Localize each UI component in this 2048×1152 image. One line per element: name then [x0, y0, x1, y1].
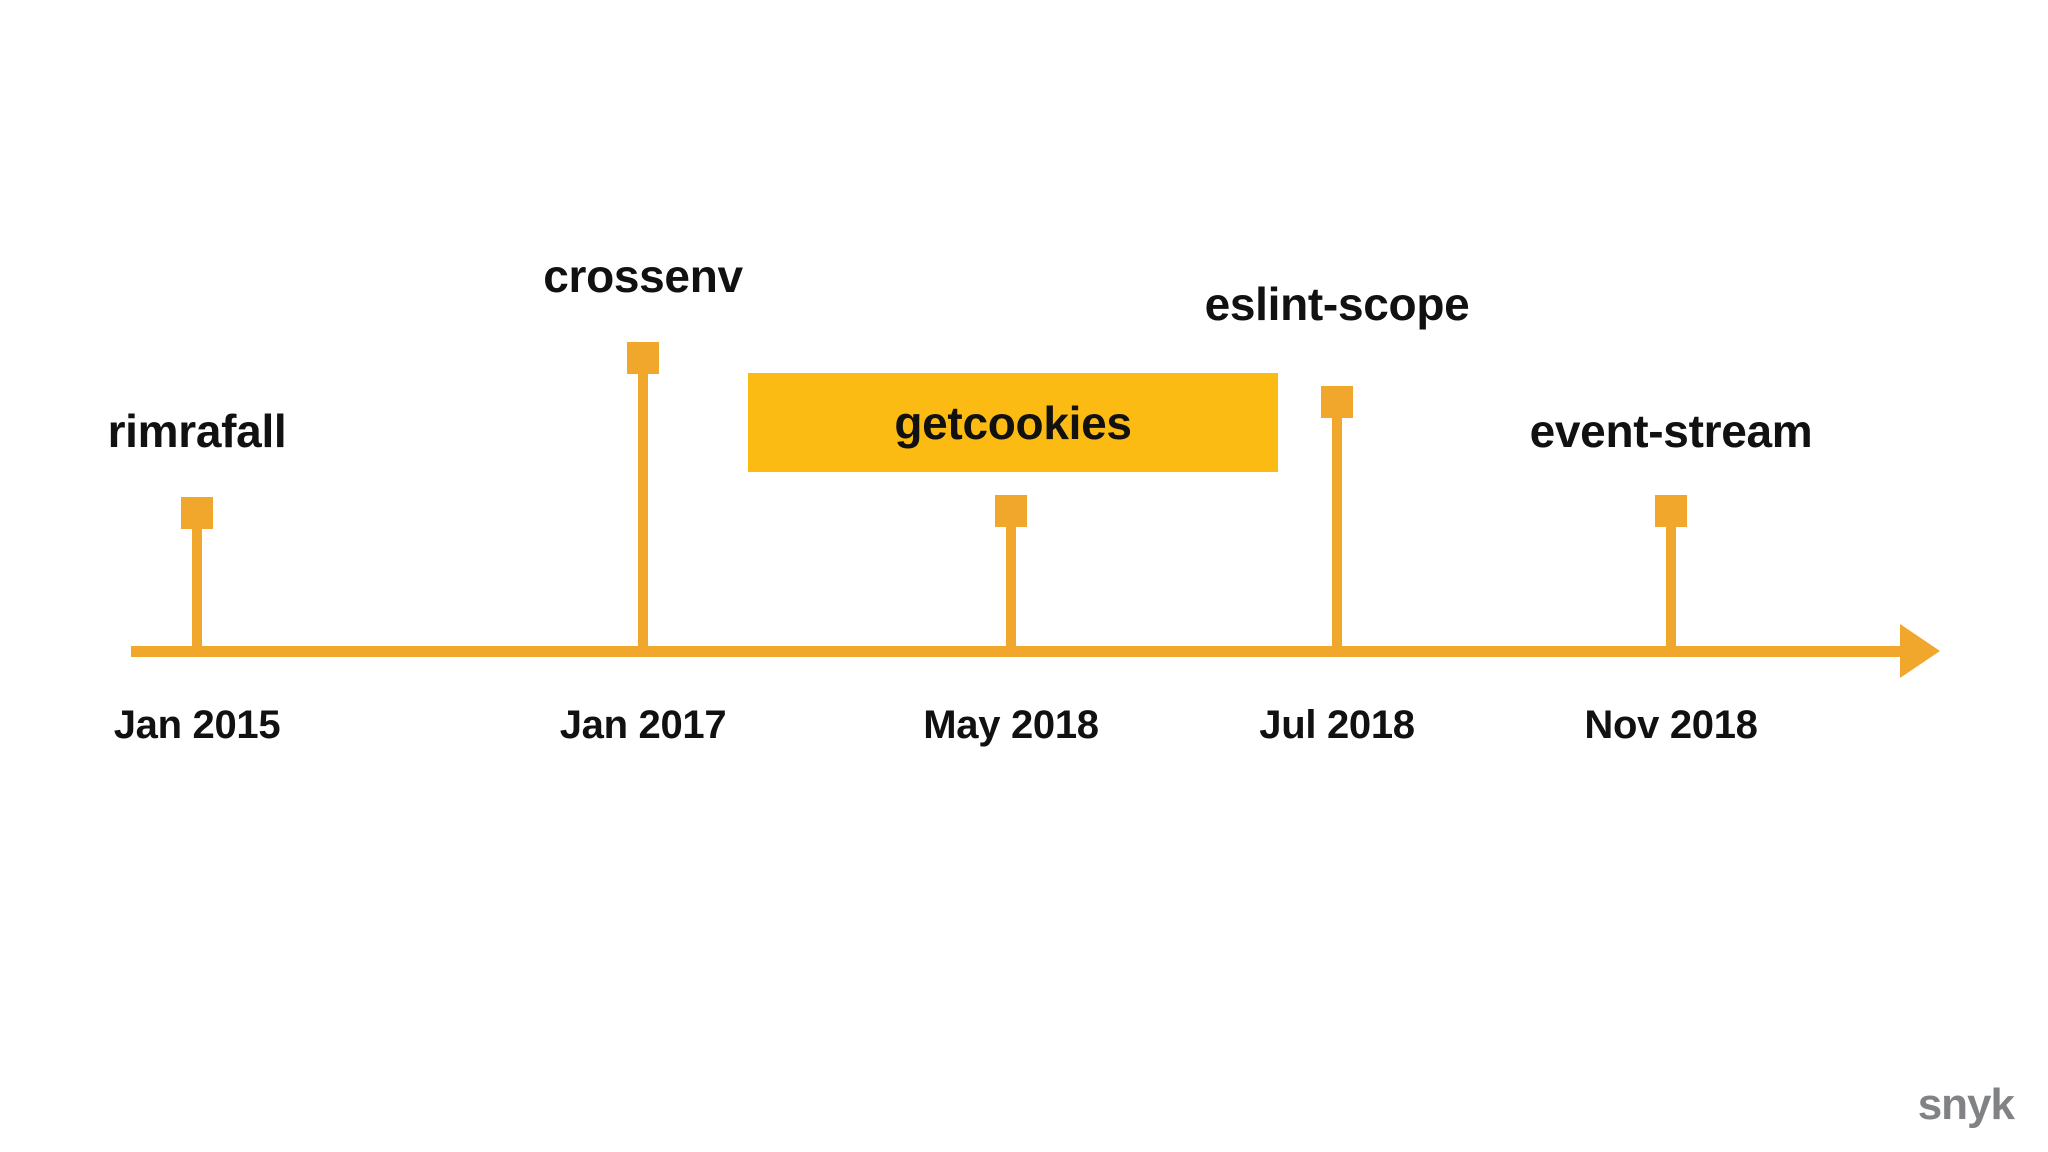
marker-stem	[1006, 527, 1016, 653]
marker-stem	[638, 374, 648, 653]
marker-stem	[1666, 527, 1676, 653]
axis-tick-label: Jan 2015	[113, 703, 281, 747]
axis-tick-label: Jul 2018	[1259, 703, 1415, 747]
marker-flag-icon	[627, 342, 659, 374]
marker-label: rimrafall	[107, 405, 287, 457]
marker-flag-icon	[1321, 386, 1353, 418]
marker-label: event-stream	[1529, 405, 1813, 457]
timeline-axis-arrow-icon	[1900, 624, 1940, 678]
axis-tick-label: Jan 2017	[559, 703, 727, 747]
marker-stem	[1332, 418, 1342, 653]
timeline-axis-line	[131, 646, 1921, 657]
marker-stem	[192, 529, 202, 653]
marker-label: crossenv	[543, 250, 743, 302]
marker-flag-icon	[181, 497, 213, 529]
highlight-box-getcookies[interactable]: getcookies	[748, 373, 1278, 472]
highlight-box-label: getcookies	[894, 396, 1132, 449]
marker-flag-icon	[995, 495, 1027, 527]
axis-tick-label: Nov 2018	[1584, 703, 1758, 747]
marker-label: eslint-scope	[1204, 278, 1470, 330]
snyk-logo: snyk	[1917, 1080, 2015, 1129]
axis-tick-label: May 2018	[923, 703, 1099, 747]
marker-flag-icon	[1655, 495, 1687, 527]
